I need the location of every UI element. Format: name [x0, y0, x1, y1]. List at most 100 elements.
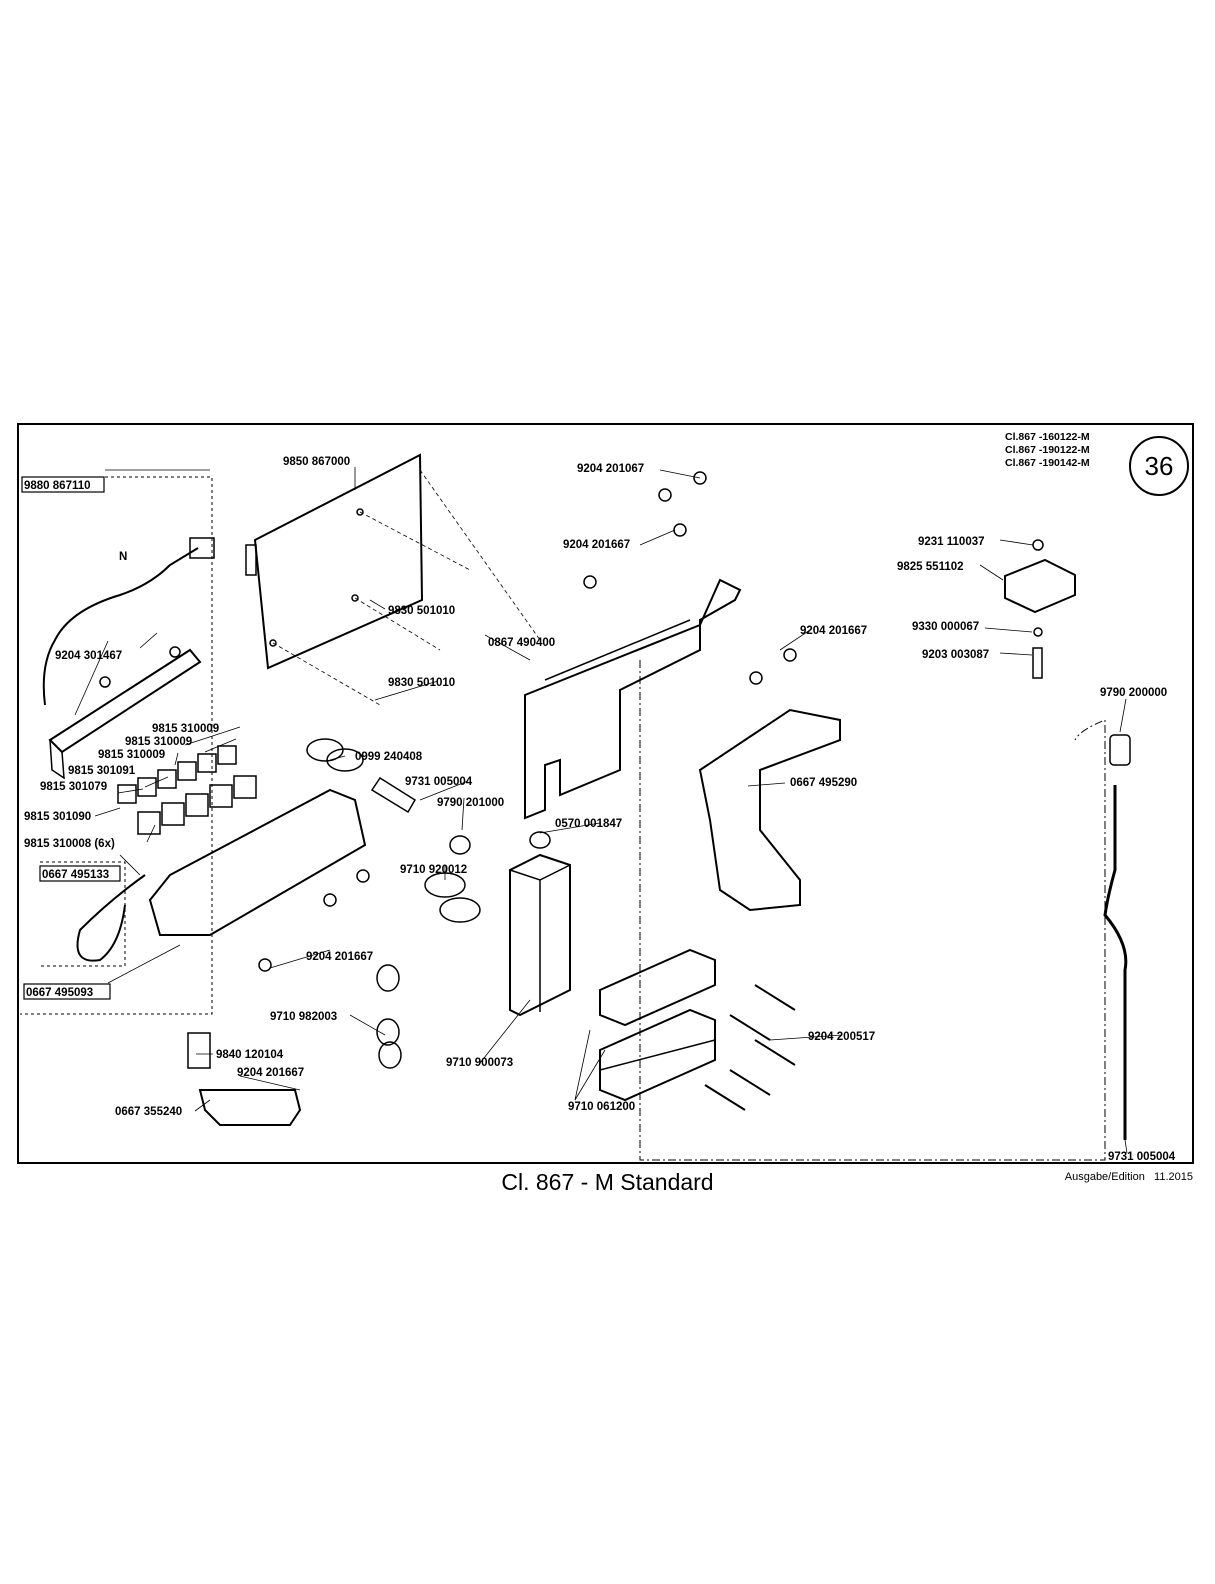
connector-plug: [189, 537, 215, 559]
cable-mark: N: [119, 551, 127, 563]
part-label: 9203 003087: [922, 649, 989, 661]
part-label: 9790 201000: [437, 797, 504, 809]
diagram-caption: Cl. 867 - M Standard: [501, 1169, 714, 1195]
screw-head: [99, 676, 111, 688]
magnet-block-split: [599, 1039, 716, 1071]
screw-head: [583, 575, 597, 589]
part-label: 9710 061200: [568, 1101, 635, 1113]
edition-label: Ausgabe/Edition: [1064, 1171, 1145, 1183]
model-number: Cl.867 -190122-M: [1005, 444, 1090, 456]
part-label: 9204 200517: [808, 1031, 875, 1043]
leader-line: [74, 467, 1128, 1154]
key-cap: [117, 784, 137, 804]
part-label: 9815 310008 (6x): [24, 838, 115, 850]
part-label: 0667 355240: [115, 1106, 182, 1118]
boxed-label-frame: [39, 865, 121, 882]
edition-info: Ausgabe/Edition 11.2015: [1065, 1171, 1193, 1183]
board-hole: [356, 508, 364, 516]
screw-head: [673, 523, 687, 537]
valve-block: [509, 853, 571, 1017]
pcb-edge: [49, 739, 65, 780]
boxed-label-frame: [23, 983, 111, 1000]
part-label: 9204 201667: [306, 951, 373, 963]
fitting: [326, 748, 364, 772]
fitting: [449, 835, 471, 855]
part-label: 9880 867110: [24, 480, 91, 492]
keypad-frame: [148, 788, 367, 936]
part-label: 9790 200000: [1100, 687, 1167, 699]
model-list: Cl.867 -160122-M Cl.867 -190122-M Cl.867…: [1005, 431, 1090, 470]
model-number: Cl.867 -160122-M: [1005, 431, 1090, 443]
magnet-block: [599, 1008, 716, 1102]
part-label: 0667 495290: [790, 777, 857, 789]
group-boundary-left: [20, 476, 213, 1015]
nut: [1032, 539, 1044, 551]
part-label: 9815 310009: [98, 749, 165, 761]
bracket-fold: [544, 619, 691, 681]
fitting: [306, 738, 344, 762]
part-label: 0667 495093: [26, 987, 93, 999]
bolt: [1032, 647, 1043, 679]
key-button: [233, 775, 257, 799]
key-button: [137, 811, 161, 835]
board-connector: [245, 544, 257, 576]
part-label: 9710 900073: [446, 1057, 513, 1069]
rod: [1103, 785, 1128, 1140]
magnet-block: [599, 948, 716, 1027]
screw-head: [323, 893, 337, 907]
mounting-bracket: [524, 578, 742, 820]
front-panel-pcb: [48, 648, 202, 754]
edition-date: 11.2015: [1154, 1171, 1193, 1183]
screw-head: [783, 648, 797, 662]
part-label: 9204 201667: [563, 539, 630, 551]
screw-head: [258, 958, 272, 972]
board-hole: [269, 639, 277, 647]
part-label: 9204 301467: [55, 650, 122, 662]
model-number: Cl.867 -190142-M: [1005, 457, 1090, 469]
plug-fitting: [378, 1041, 402, 1069]
screw-head: [658, 488, 672, 502]
drawing-frame: [17, 423, 1194, 1164]
part-label: 9731 005004: [1108, 1151, 1176, 1163]
part-label: 9204 201067: [577, 463, 644, 475]
part-label: 9815 301091: [68, 765, 136, 777]
part-label: 9830 501010: [388, 605, 455, 617]
part-label: 0667 495133: [42, 869, 109, 881]
cable-harness: [42, 547, 199, 706]
power-connector: [1004, 558, 1076, 614]
plug-fitting: [376, 1018, 400, 1046]
plug-fitting: [376, 964, 400, 992]
part-label: 9815 301090: [24, 811, 91, 823]
valve-block-edge: [509, 864, 571, 1012]
part-label: 9830 501010: [388, 677, 455, 689]
elbow-fitting: [439, 897, 481, 923]
key-cap: [157, 769, 177, 789]
part-label: 9840 120104: [216, 1049, 284, 1061]
sensor-bracket: [198, 1089, 302, 1126]
group-boundary-right: [639, 660, 1106, 1161]
part-label: 9815 310009: [152, 723, 219, 735]
sensor: [187, 1032, 211, 1069]
part-label: 9710 982003: [270, 1011, 337, 1023]
part-label: 9204 201667: [800, 625, 867, 637]
key-button: [161, 802, 185, 826]
screw-head: [693, 471, 707, 485]
key-button: [209, 784, 233, 808]
part-label: 9731 005004: [405, 776, 473, 788]
part-label: 9204 201667: [237, 1067, 304, 1079]
part-label: 0999 240408: [355, 751, 423, 763]
rod-cap: [1109, 734, 1131, 766]
key-button: [185, 793, 209, 817]
key-cap: [217, 745, 237, 765]
screw-head: [169, 646, 181, 658]
key-cap: [197, 753, 217, 773]
part-label: 9825 551102: [897, 561, 964, 573]
part-label: 0867 490400: [488, 637, 555, 649]
main-board: [253, 453, 424, 670]
cap-plug: [529, 831, 551, 849]
cable-loop: [76, 874, 146, 962]
key-cap: [137, 777, 157, 797]
key-cap: [177, 761, 197, 781]
washer: [1033, 627, 1043, 637]
board-hole: [351, 594, 359, 602]
